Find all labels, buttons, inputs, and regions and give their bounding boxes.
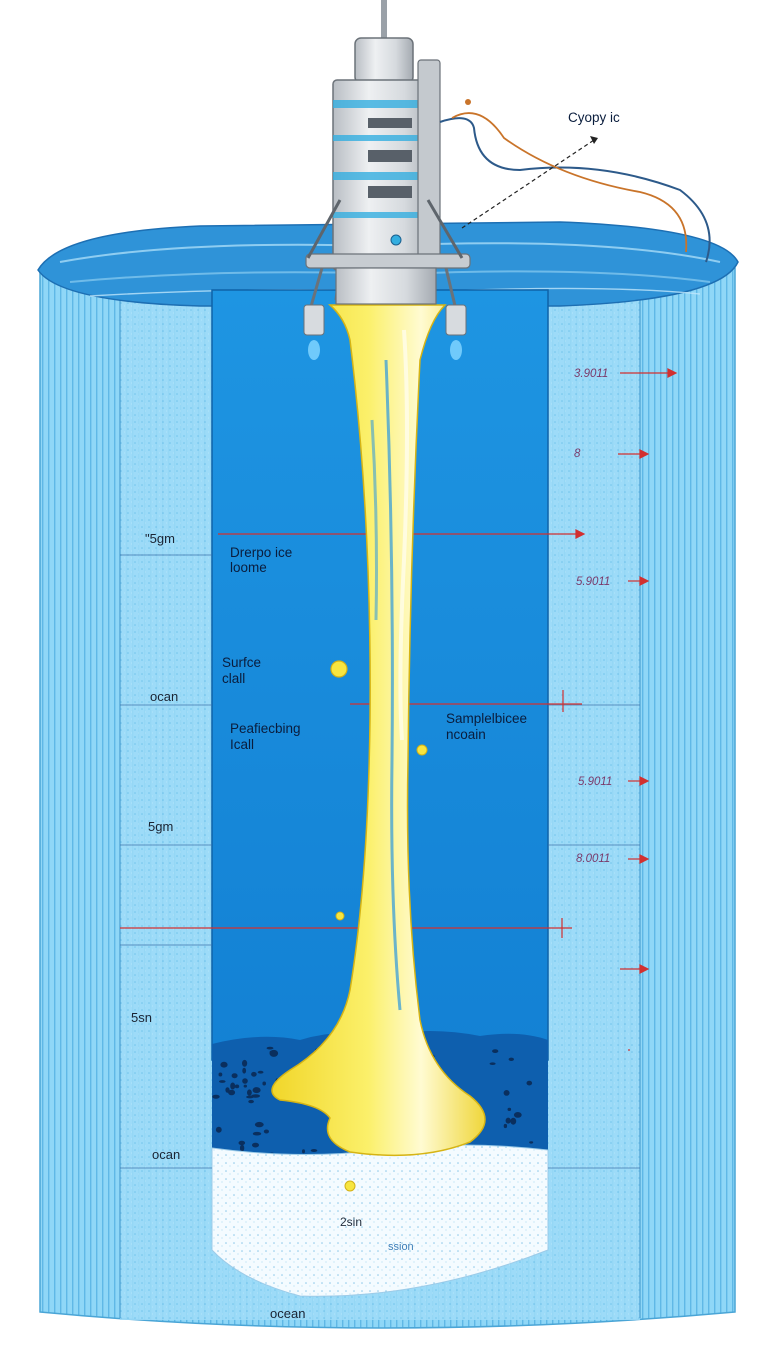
inner-label-3b: Icall bbox=[230, 737, 255, 752]
depth-label-3: 5gm bbox=[148, 819, 174, 834]
sediment-pore bbox=[242, 1078, 248, 1084]
sediment-pore bbox=[230, 1082, 236, 1090]
cryobot-probe-icon bbox=[303, 0, 471, 360]
measure-label-4: 5.9011 bbox=[578, 776, 613, 788]
depth-label-1: "5gm bbox=[145, 531, 175, 546]
sediment-pore bbox=[218, 1072, 223, 1077]
sediment-pore bbox=[508, 1057, 514, 1062]
sediment-pore bbox=[252, 1087, 261, 1094]
sediment-pore bbox=[239, 1141, 243, 1145]
depth-gridlines bbox=[120, 554, 640, 1169]
sediment-pore bbox=[252, 1131, 262, 1136]
sediment-pore bbox=[246, 1095, 254, 1099]
sediment-pore bbox=[302, 1149, 305, 1154]
sediment-pore bbox=[310, 1149, 318, 1152]
sediment-pore bbox=[510, 1117, 517, 1125]
sediment-pore bbox=[252, 1142, 259, 1148]
depth-label-2: ocan bbox=[150, 689, 179, 704]
sediment-pore bbox=[503, 1090, 510, 1096]
sediment-pore bbox=[529, 1141, 534, 1144]
sediment-pore bbox=[505, 1117, 511, 1124]
bottom-label: ocean bbox=[270, 1306, 306, 1321]
tether-cable-icon bbox=[439, 99, 711, 263]
callout-label: Cyopy ic bbox=[568, 110, 620, 125]
sediment-pore bbox=[242, 1067, 247, 1074]
sediment-pore bbox=[526, 1080, 533, 1086]
depth-label-5: ocan bbox=[152, 1147, 181, 1162]
measurement-lines bbox=[120, 368, 678, 1051]
inner-label-2a: Surfce bbox=[222, 655, 262, 670]
inner-label-2b: clall bbox=[222, 671, 246, 686]
sediment-pore bbox=[220, 1061, 228, 1068]
sediment-pore bbox=[251, 1071, 257, 1077]
sediment-pore bbox=[489, 1062, 496, 1065]
sediment-pore bbox=[239, 1144, 245, 1152]
inner-label-right-b: ncoain bbox=[446, 727, 486, 742]
sediment-pore bbox=[228, 1089, 236, 1096]
measure-label-3: 5.9011 bbox=[576, 576, 611, 588]
sediment-pore bbox=[492, 1049, 499, 1053]
sediment-pore bbox=[263, 1129, 269, 1134]
inner-label-1b: loome bbox=[230, 560, 267, 575]
measure-label-2: 8 bbox=[574, 448, 581, 460]
sediment-pore bbox=[215, 1126, 222, 1133]
sediment-pore bbox=[243, 1084, 247, 1088]
sediment-pore bbox=[266, 1046, 274, 1050]
depth-label-4: 5sn bbox=[131, 1010, 152, 1025]
sediment-layer bbox=[211, 1144, 549, 1297]
sediment-pore bbox=[212, 1094, 220, 1099]
sediment-pore bbox=[257, 1070, 264, 1074]
sediment-pore bbox=[219, 1080, 226, 1083]
measure-label-5: 8.0011 bbox=[576, 853, 611, 865]
sediment-pore bbox=[254, 1121, 264, 1128]
sediment-pore bbox=[248, 1099, 254, 1104]
sediment-pore bbox=[507, 1107, 512, 1111]
sediment-pore bbox=[503, 1123, 508, 1129]
ice-label-2: ssion bbox=[388, 1241, 414, 1253]
measure-label-1: 3.9011 bbox=[574, 368, 609, 380]
sediment-pore bbox=[513, 1112, 522, 1118]
sediment-pore bbox=[242, 1059, 248, 1067]
meltwater-plume bbox=[271, 304, 486, 1192]
inner-label-3a: Peafiecbing bbox=[230, 721, 301, 736]
sediment-pore bbox=[231, 1073, 238, 1079]
sediment-pore bbox=[247, 1089, 252, 1096]
sediment-pore bbox=[225, 1087, 230, 1093]
inner-label-right-a: Samplelbicee bbox=[446, 711, 528, 726]
sediment-pore bbox=[262, 1081, 267, 1086]
sediment-pore bbox=[269, 1050, 273, 1054]
inner-label-1a: Drerpo ice bbox=[230, 545, 293, 560]
sediment-pore bbox=[234, 1084, 240, 1089]
ice-label-1: 2sin bbox=[340, 1215, 363, 1229]
